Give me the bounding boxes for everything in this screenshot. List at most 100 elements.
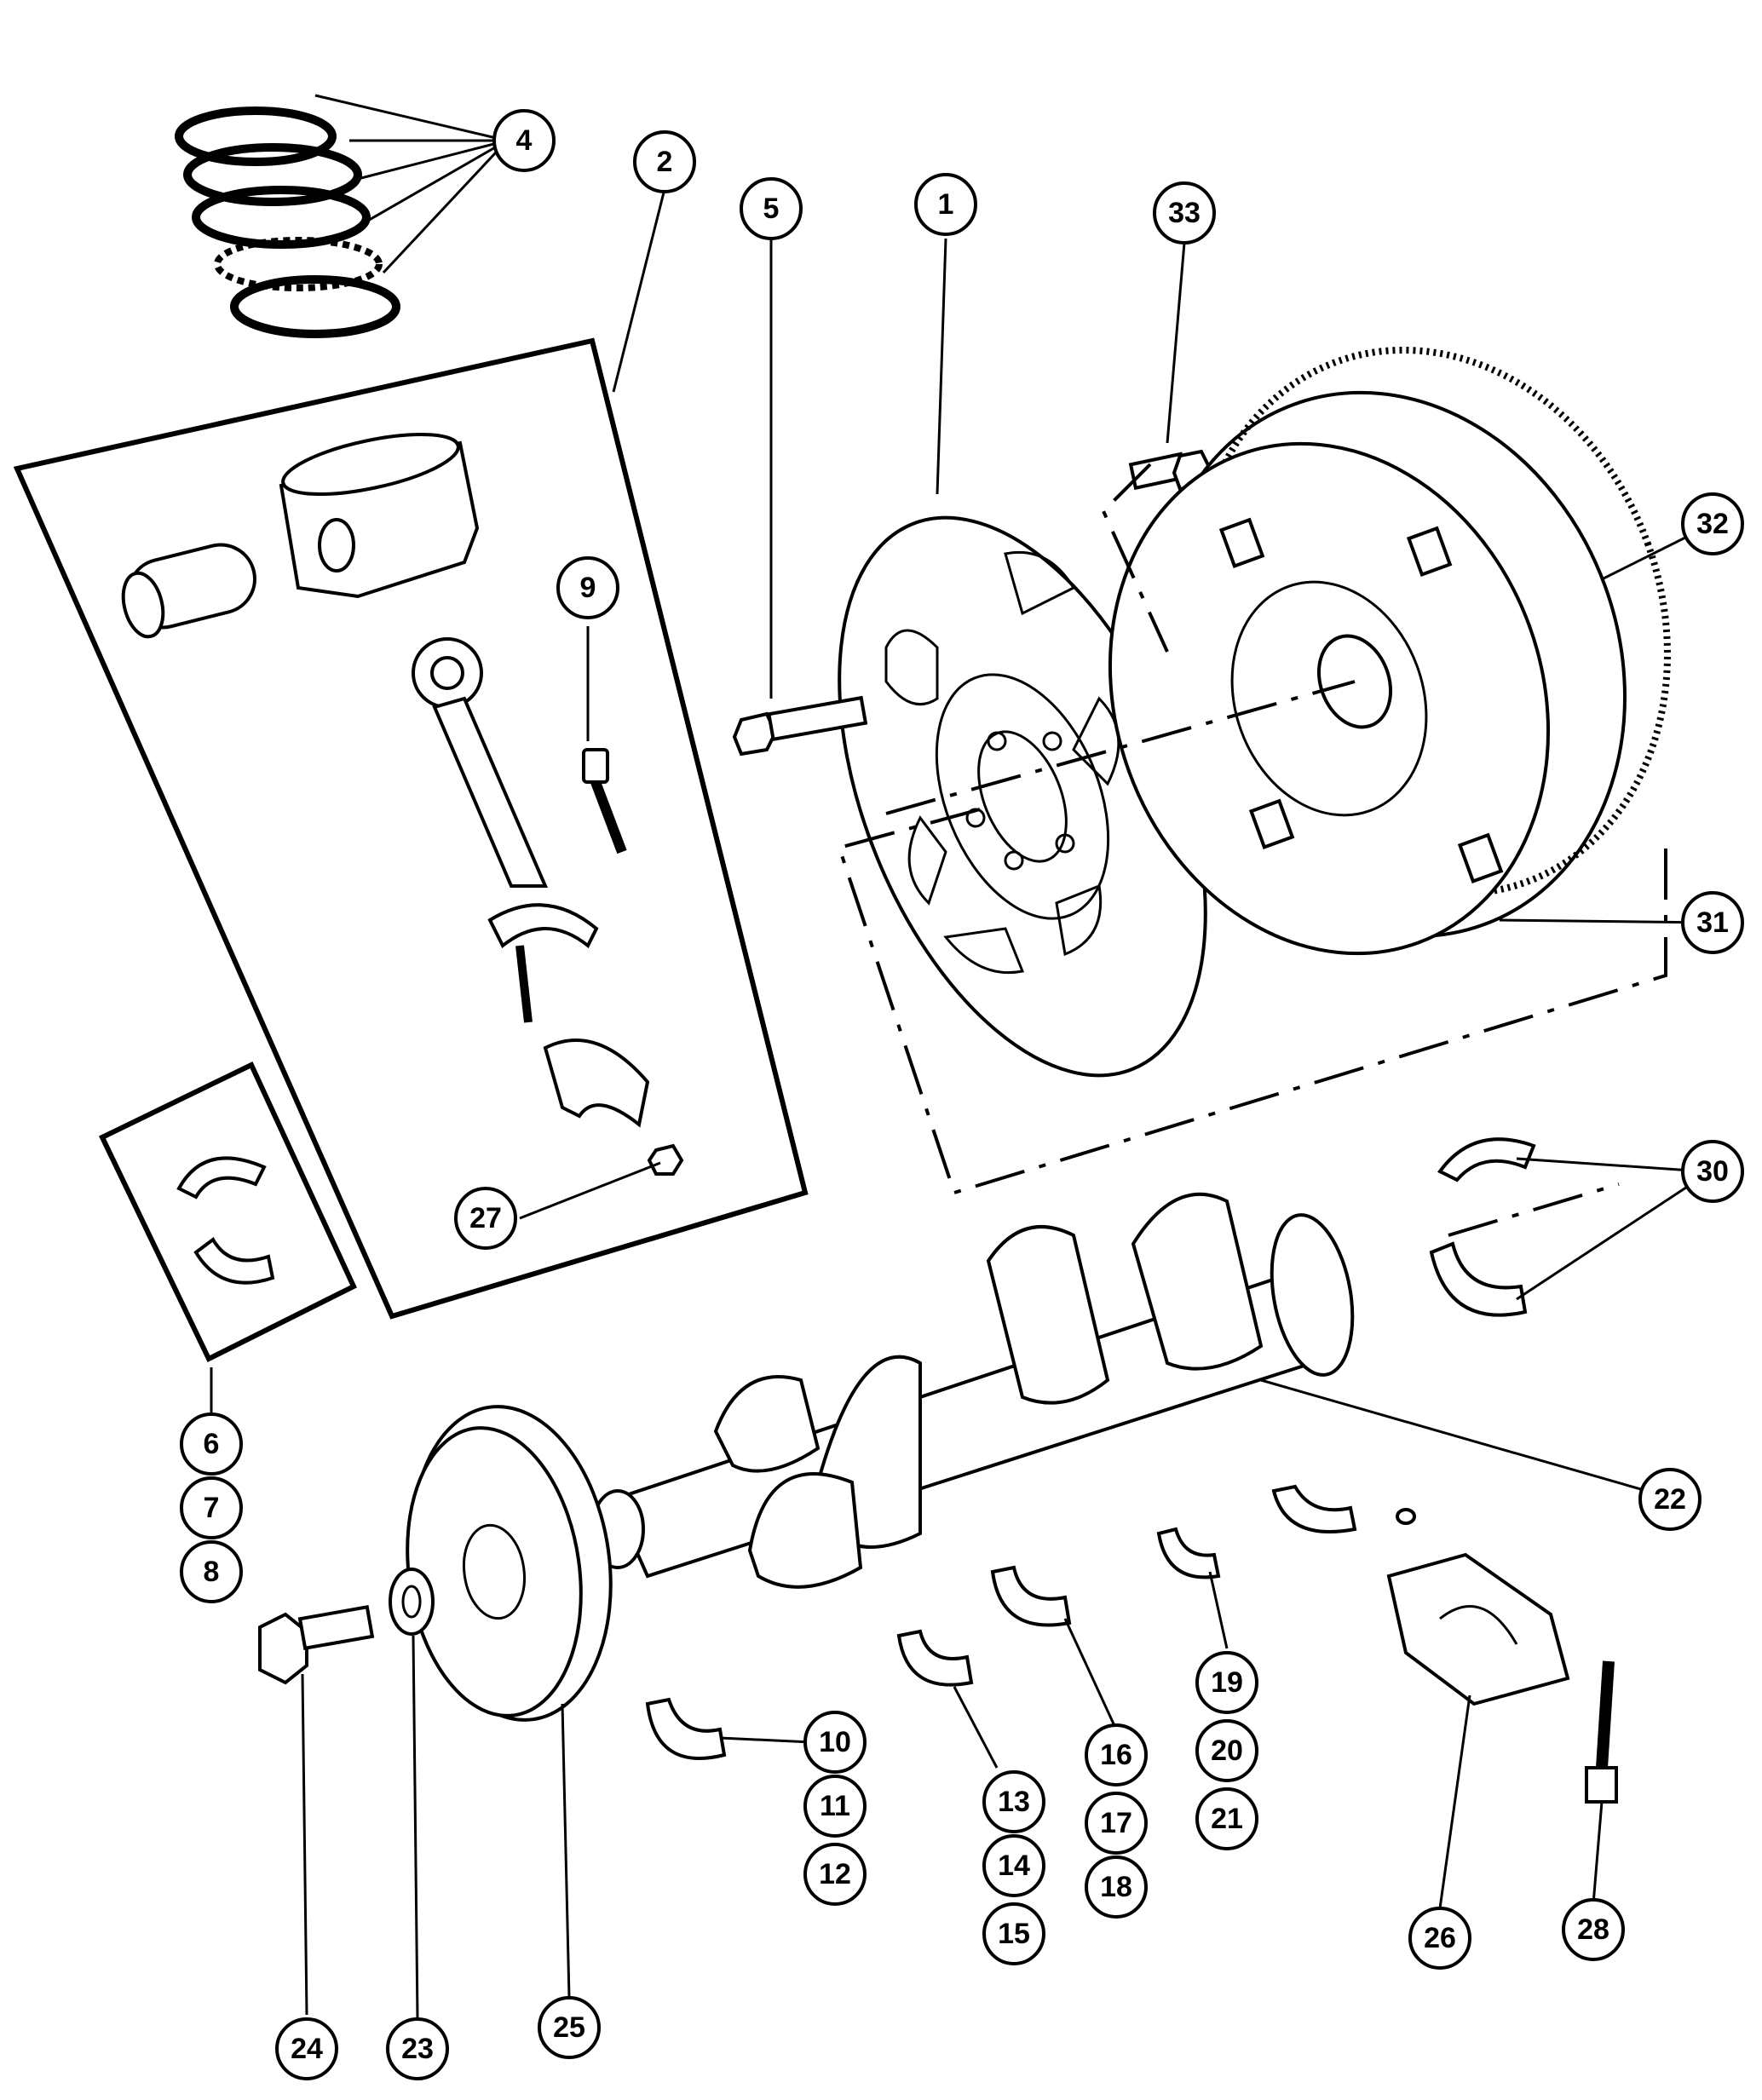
callout-21: 21 xyxy=(1195,1787,1258,1850)
callout-7: 7 xyxy=(180,1476,243,1539)
callout-circle xyxy=(803,1843,867,1906)
piston-kit-box xyxy=(13,337,809,1320)
callout-number: 9 xyxy=(580,572,596,604)
callout-circle xyxy=(180,1412,243,1476)
callout-circle xyxy=(1681,1140,1744,1203)
callout-19: 19 xyxy=(1195,1651,1258,1714)
alignment-lines xyxy=(837,463,1667,1237)
callout-number: 20 xyxy=(1211,1735,1243,1767)
callout-number: 24 xyxy=(291,2033,323,2065)
callout-22: 22 xyxy=(1638,1468,1702,1531)
callout-circle xyxy=(556,556,619,619)
callout-5: 5 xyxy=(740,177,803,240)
leader-lines xyxy=(210,94,1713,2020)
callout-number: 23 xyxy=(401,2033,434,2065)
callout-24: 24 xyxy=(275,2017,338,2080)
callout-circle xyxy=(1638,1468,1702,1531)
callout-circle xyxy=(982,1902,1045,1965)
callout-number: 15 xyxy=(998,1918,1030,1950)
callout-labels: 1245678910111213141516171819202122232425… xyxy=(180,109,1744,2080)
callout-circle xyxy=(1153,181,1216,245)
torque-converter xyxy=(1108,346,1671,956)
callout-number: 31 xyxy=(1696,906,1729,939)
callout-circle xyxy=(492,109,556,172)
callout-number: 22 xyxy=(1654,1483,1686,1516)
callout-number: 13 xyxy=(998,1786,1030,1818)
callout-number: 30 xyxy=(1696,1155,1729,1188)
callout-circle xyxy=(914,173,977,236)
callout-circle xyxy=(803,1711,867,1774)
rod-nut xyxy=(647,1143,684,1176)
callout-25: 25 xyxy=(538,1996,601,2059)
callout-circle xyxy=(633,130,696,193)
main-bearing-shells xyxy=(645,1484,1416,1760)
callout-9: 9 xyxy=(556,556,619,619)
callout-circle xyxy=(740,177,803,240)
callout-1: 1 xyxy=(914,173,977,236)
callout-circle xyxy=(1085,1792,1148,1855)
callout-13: 13 xyxy=(982,1770,1045,1833)
callout-11: 11 xyxy=(803,1775,867,1838)
vibration-damper xyxy=(406,1405,613,1722)
callout-circle xyxy=(454,1187,517,1250)
callout-31: 31 xyxy=(1681,891,1744,954)
callout-28: 28 xyxy=(1562,1898,1625,1961)
callout-number: 18 xyxy=(1100,1871,1132,1903)
callout-number: 28 xyxy=(1577,1913,1609,1946)
callout-4: 4 xyxy=(492,109,556,172)
callout-circle xyxy=(982,1770,1045,1833)
callout-number: 2 xyxy=(657,146,673,178)
callout-circle xyxy=(1681,891,1744,954)
callout-circle xyxy=(1195,1719,1258,1782)
main-cap-bolt xyxy=(1585,1660,1618,1804)
callout-16: 16 xyxy=(1085,1723,1148,1786)
callout-32: 32 xyxy=(1681,492,1744,555)
callout-circle xyxy=(386,2017,449,2080)
torque-converter-bolt xyxy=(1128,449,1212,492)
callout-circle xyxy=(982,1834,1045,1897)
callout-number: 26 xyxy=(1424,1922,1456,1954)
callout-number: 5 xyxy=(763,193,780,225)
callout-number: 17 xyxy=(1100,1807,1132,1839)
callout-12: 12 xyxy=(803,1843,867,1906)
piston-rings xyxy=(175,106,400,338)
damper-bolt xyxy=(258,1605,375,1685)
callout-18: 18 xyxy=(1085,1855,1148,1919)
crankshaft xyxy=(590,1192,1355,1589)
callout-circle xyxy=(1681,492,1744,555)
rod-bearing-cap xyxy=(543,1038,650,1128)
callout-2: 2 xyxy=(633,130,696,193)
callout-23: 23 xyxy=(386,2017,449,2080)
callout-number: 14 xyxy=(998,1850,1030,1882)
callout-number: 1 xyxy=(938,188,954,221)
callout-circle xyxy=(1408,1907,1471,1970)
callout-26: 26 xyxy=(1408,1907,1471,1970)
callout-circle xyxy=(1085,1723,1148,1786)
callout-circle xyxy=(803,1775,867,1838)
callout-number: 7 xyxy=(204,1492,220,1524)
callout-number: 19 xyxy=(1211,1666,1243,1699)
callout-number: 27 xyxy=(469,1202,502,1234)
callout-20: 20 xyxy=(1195,1719,1258,1782)
callout-circle xyxy=(275,2017,338,2080)
callout-number: 21 xyxy=(1211,1803,1243,1835)
callout-10: 10 xyxy=(803,1711,867,1774)
callout-14: 14 xyxy=(982,1834,1045,1897)
callout-30: 30 xyxy=(1681,1140,1744,1203)
connecting-rod xyxy=(412,637,599,949)
callout-number: 10 xyxy=(819,1726,851,1758)
thrust-washers xyxy=(1429,1137,1536,1317)
rod-bolt xyxy=(515,748,627,1023)
damper-washer xyxy=(389,1568,435,1636)
callout-6: 6 xyxy=(180,1412,243,1476)
piston xyxy=(279,432,480,599)
callout-circle xyxy=(1562,1898,1625,1961)
callout-number: 6 xyxy=(204,1428,220,1460)
callout-8: 8 xyxy=(180,1540,243,1603)
callout-number: 33 xyxy=(1168,197,1201,229)
callout-15: 15 xyxy=(982,1902,1045,1965)
callout-number: 16 xyxy=(1100,1739,1132,1771)
callout-circle xyxy=(180,1540,243,1603)
main-bearing-cap xyxy=(1386,1552,1570,1706)
